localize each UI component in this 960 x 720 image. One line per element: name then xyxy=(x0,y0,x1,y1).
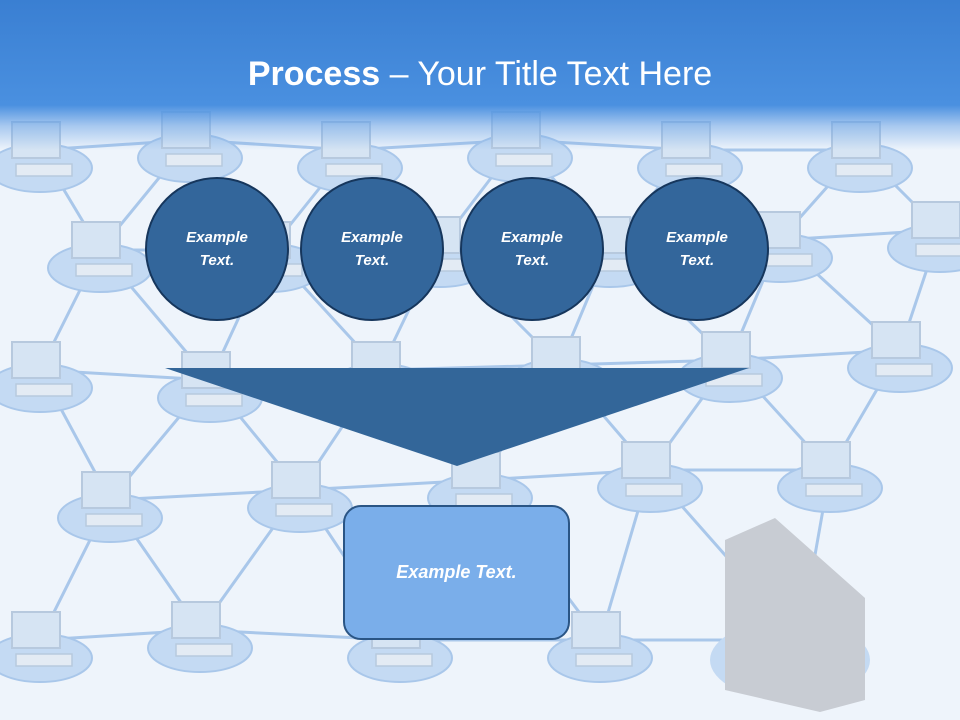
process-step-label-4: Example Text. xyxy=(666,229,728,269)
process-step-label-3: Example Text. xyxy=(501,229,563,269)
process-step-circle-1: Example Text. xyxy=(145,177,289,321)
result-box: Example Text. xyxy=(343,505,570,640)
computer-node-icon xyxy=(0,611,93,683)
server-tower-icon xyxy=(710,518,870,712)
computer-node-icon xyxy=(147,601,253,673)
computer-node-icon xyxy=(547,611,653,683)
process-step-label-2: Example Text. xyxy=(341,229,403,269)
computer-node-icon xyxy=(57,471,163,543)
funnel-arrow xyxy=(165,368,749,466)
title-rest: – Your Title Text Here xyxy=(380,55,713,93)
slide-title: Process – Your Title Text Here xyxy=(0,52,960,96)
computer-node-icon xyxy=(847,321,953,393)
computer-node-icon xyxy=(47,221,153,293)
title-bold-part: Process xyxy=(247,55,381,93)
process-step-label-1: Example Text. xyxy=(186,229,248,269)
computer-node-icon xyxy=(0,341,93,413)
computer-node-icon xyxy=(597,441,703,513)
process-step-circle-4: Example Text. xyxy=(625,177,769,321)
computer-node-icon xyxy=(247,461,353,533)
computer-node-icon xyxy=(777,441,883,513)
computer-node-icon xyxy=(887,201,960,273)
title-band xyxy=(0,0,960,150)
process-step-circle-3: Example Text. xyxy=(460,177,604,321)
process-step-circle-2: Example Text. xyxy=(300,177,444,321)
funnel-arrow-shape xyxy=(165,368,749,466)
result-label: Example Text. xyxy=(396,562,517,582)
